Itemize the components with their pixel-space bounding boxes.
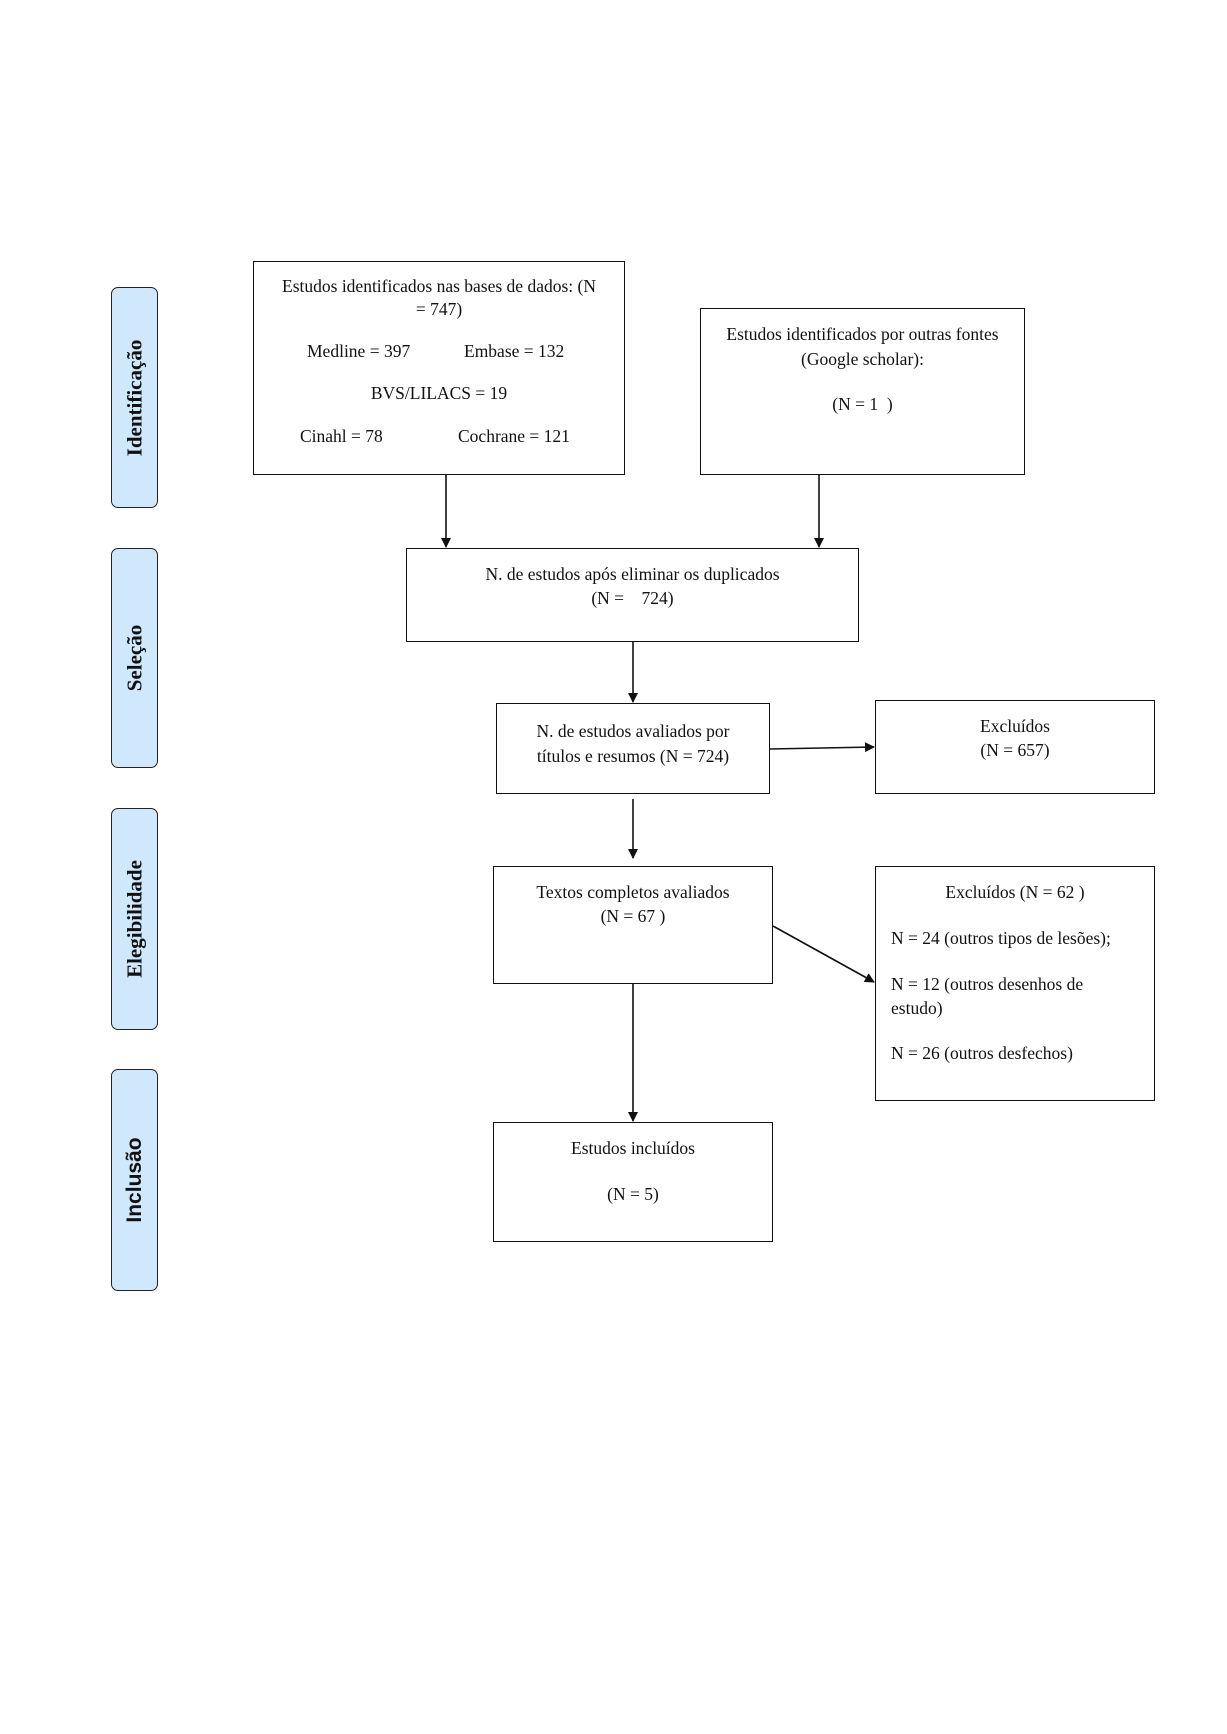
other-sources-count: (N = 1 ) [832, 394, 893, 414]
screened-line2: títulos e resumos (N = 724) [536, 746, 730, 766]
included-line2: (N = 5) [607, 1184, 659, 1204]
databases-title-line2: = 747) [415, 299, 463, 319]
excluded-reason-3: N = 26 (outros desfechos) [891, 1043, 1073, 1063]
cochrane-count: Cochrane = 121 [458, 426, 570, 446]
excluded-reason-2-line1: N = 12 (outros desenhos de [891, 974, 1084, 994]
fulltext-box: Textos completos avaliados (N = 67 ) [493, 866, 773, 984]
phase-label-inclusao: Inclusão [111, 1069, 158, 1291]
phase-label-elegibilidade: Elegibilidade [111, 808, 158, 1030]
excluded-reason-2-line2: estudo) [891, 998, 943, 1018]
excluded-fulltext-box: Excluídos (N = 62 ) N = 24 (outros tipos… [875, 866, 1155, 1101]
phase-label-selecao: Seleção [111, 548, 158, 768]
fulltext-line2: (N = 67 ) [600, 906, 666, 926]
cinahl-count: Cinahl = 78 [300, 426, 383, 446]
arrow-fulltext-to-excluded [772, 925, 875, 983]
databases-title-line1: Estudos identificados nas bases de dados… [282, 276, 596, 296]
screened-box: N. de estudos avaliados por títulos e re… [496, 703, 770, 794]
arrow-screened-to-excluded [769, 742, 875, 753]
excluded-screening-box: Excluídos (N = 657) [875, 700, 1155, 794]
bvs-lilacs-count: BVS/LILACS = 19 [370, 383, 508, 403]
deduplicated-box: N. de estudos após eliminar os duplicado… [406, 548, 859, 642]
excluded-screening-line2: (N = 657) [980, 740, 1050, 760]
included-line1: Estudos incluídos [571, 1138, 695, 1158]
deduplicated-line2: (N = 724) [591, 588, 674, 608]
other-sources-line2: (Google scholar): [801, 349, 924, 369]
included-box: Estudos incluídos (N = 5) [493, 1122, 773, 1242]
medline-count: Medline = 397 [307, 341, 411, 361]
excluded-reason-1: N = 24 (outros tipos de lesões); [891, 928, 1111, 948]
excluded-fulltext-title: Excluídos (N = 62 ) [945, 882, 1085, 902]
deduplicated-line1: N. de estudos após eliminar os duplicado… [485, 564, 780, 584]
screened-line1: N. de estudos avaliados por [536, 721, 730, 741]
other-sources-box: Estudos identificados por outras fontes … [700, 308, 1025, 475]
excluded-screening-line1: Excluídos [980, 716, 1050, 736]
other-sources-line1: Estudos identificados por outras fontes [726, 324, 999, 344]
embase-count: Embase = 132 [464, 341, 565, 361]
fulltext-line1: Textos completos avaliados [536, 882, 730, 902]
phase-label-identificacao: Identificação [111, 287, 158, 508]
databases-box: Estudos identificados nas bases de dados… [253, 261, 625, 475]
